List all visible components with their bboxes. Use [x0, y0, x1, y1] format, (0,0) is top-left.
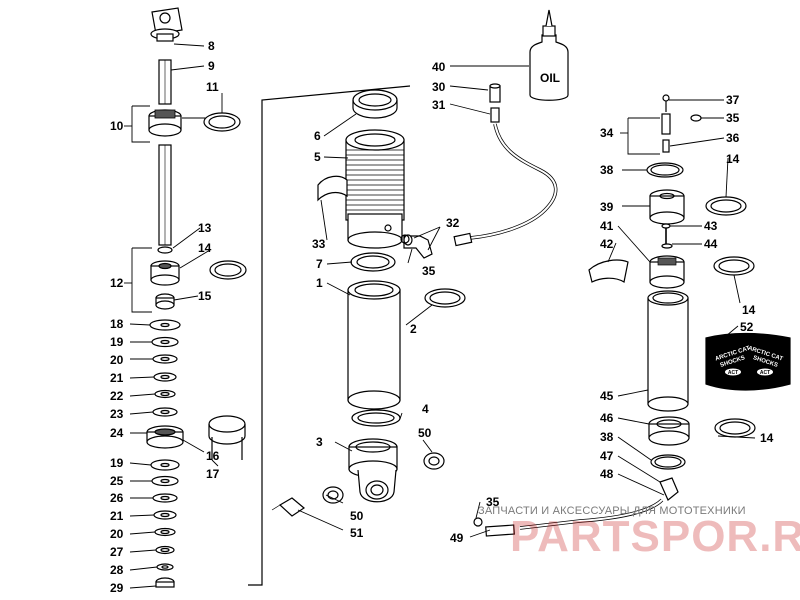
- hose-upper: [469, 123, 558, 240]
- label-8: 8: [208, 39, 215, 53]
- label-5: 5: [314, 150, 321, 164]
- label-21a: 21: [110, 371, 124, 385]
- label-32: 32: [446, 216, 460, 230]
- label-38-top: 38: [600, 163, 614, 177]
- label-47: 47: [600, 449, 614, 463]
- shock-body: [271, 89, 466, 517]
- shaft-assembly: [146, 7, 247, 588]
- label-26: 26: [110, 491, 124, 505]
- label-18: 18: [110, 317, 124, 331]
- label-24: 24: [110, 426, 124, 440]
- label-38-bottom: 38: [600, 430, 614, 444]
- leader-lines-right: [469, 99, 756, 538]
- label-29: 29: [110, 581, 124, 595]
- label-40: 40: [432, 60, 446, 74]
- oil-bottle: [529, 34, 569, 101]
- label-21b: 21: [110, 509, 124, 523]
- label-1: 1: [316, 276, 323, 290]
- label-37: 37: [726, 93, 740, 107]
- oil-bottle-label: OIL: [540, 71, 560, 85]
- label-19b: 19: [110, 456, 124, 470]
- watermark-brand: PARTSPOR.RU: [510, 512, 800, 561]
- label-39: 39: [600, 200, 614, 214]
- band-42: [588, 259, 629, 283]
- leader-lines-center: [297, 113, 441, 531]
- label-43: 43: [704, 219, 718, 233]
- outer-tube: [347, 289, 401, 401]
- decal-logo-left: ACT: [728, 370, 738, 376]
- label-20b: 20: [110, 527, 124, 541]
- label-19a: 19: [110, 335, 124, 349]
- label-16: 16: [206, 449, 220, 463]
- label-35-right: 35: [726, 111, 740, 125]
- label-50-left: 50: [350, 509, 364, 523]
- label-15: 15: [198, 289, 212, 303]
- part-number-labels: 8 9 11 10 13 14 12 15 18 19 20 21 22 23 …: [110, 39, 774, 595]
- ring-14-left: [209, 260, 247, 280]
- label-14-top-right: 14: [726, 152, 740, 166]
- label-33: 33: [312, 237, 326, 251]
- oil-and-hose: [400, 9, 569, 247]
- label-50-right: 50: [418, 426, 432, 440]
- label-34: 34: [600, 126, 614, 140]
- shim-stack-upper: [149, 319, 181, 417]
- label-45: 45: [600, 389, 614, 403]
- label-4: 4: [422, 402, 429, 416]
- label-9: 9: [208, 59, 215, 73]
- ring-2: [424, 288, 466, 308]
- label-20a: 20: [110, 353, 124, 367]
- label-10: 10: [110, 119, 124, 133]
- reservoir-tube: [647, 297, 689, 405]
- label-14-bottom-right: 14: [760, 431, 774, 445]
- clip-33: [317, 175, 348, 202]
- label-48: 48: [600, 467, 614, 481]
- shim-stack-lower: [150, 459, 180, 588]
- assembly-bracket-line: [248, 85, 411, 586]
- label-6: 6: [314, 129, 321, 143]
- label-49: 49: [450, 531, 464, 545]
- leader-lines-left: [124, 43, 223, 589]
- label-27: 27: [110, 545, 124, 559]
- label-23: 23: [110, 407, 124, 421]
- label-25: 25: [110, 474, 124, 488]
- label-44: 44: [704, 237, 718, 251]
- label-30: 30: [432, 80, 446, 94]
- sleeve-51: [278, 497, 306, 517]
- bushing-50-right: [423, 452, 445, 470]
- label-2: 2: [410, 322, 417, 336]
- label-13: 13: [198, 221, 212, 235]
- label-42: 42: [600, 237, 614, 251]
- watermark-caption: ЗАПЧАСТИ И АКСЕССУАРЫ ДЛЯ МОТОТЕХНИКИ: [478, 505, 746, 517]
- label-14-mid-right: 14: [742, 303, 756, 317]
- label-3: 3: [316, 435, 323, 449]
- label-17: 17: [206, 467, 220, 481]
- label-31: 31: [432, 98, 446, 112]
- label-46: 46: [600, 411, 614, 425]
- label-51: 51: [350, 526, 364, 540]
- decal-logo-right: ACT: [760, 370, 770, 376]
- label-41: 41: [600, 219, 614, 233]
- reservoir-assembly: ARCTIC CAT SHOCKS ARCTIC CAT SHOCKS ACT …: [473, 94, 791, 537]
- label-7: 7: [316, 257, 323, 271]
- label-35-center: 35: [422, 264, 436, 278]
- label-22: 22: [110, 389, 124, 403]
- label-52: 52: [740, 320, 754, 334]
- shocks-decal: [705, 332, 791, 391]
- label-28: 28: [110, 563, 124, 577]
- label-36: 36: [726, 131, 740, 145]
- label-14-left: 14: [198, 241, 212, 255]
- piston-band-16: [208, 415, 246, 433]
- leader-lines-hose: [449, 65, 529, 115]
- label-11: 11: [206, 80, 219, 94]
- bushing-50-left: [322, 486, 344, 504]
- label-12: 12: [110, 276, 124, 290]
- label-35-bottom: 35: [486, 495, 500, 509]
